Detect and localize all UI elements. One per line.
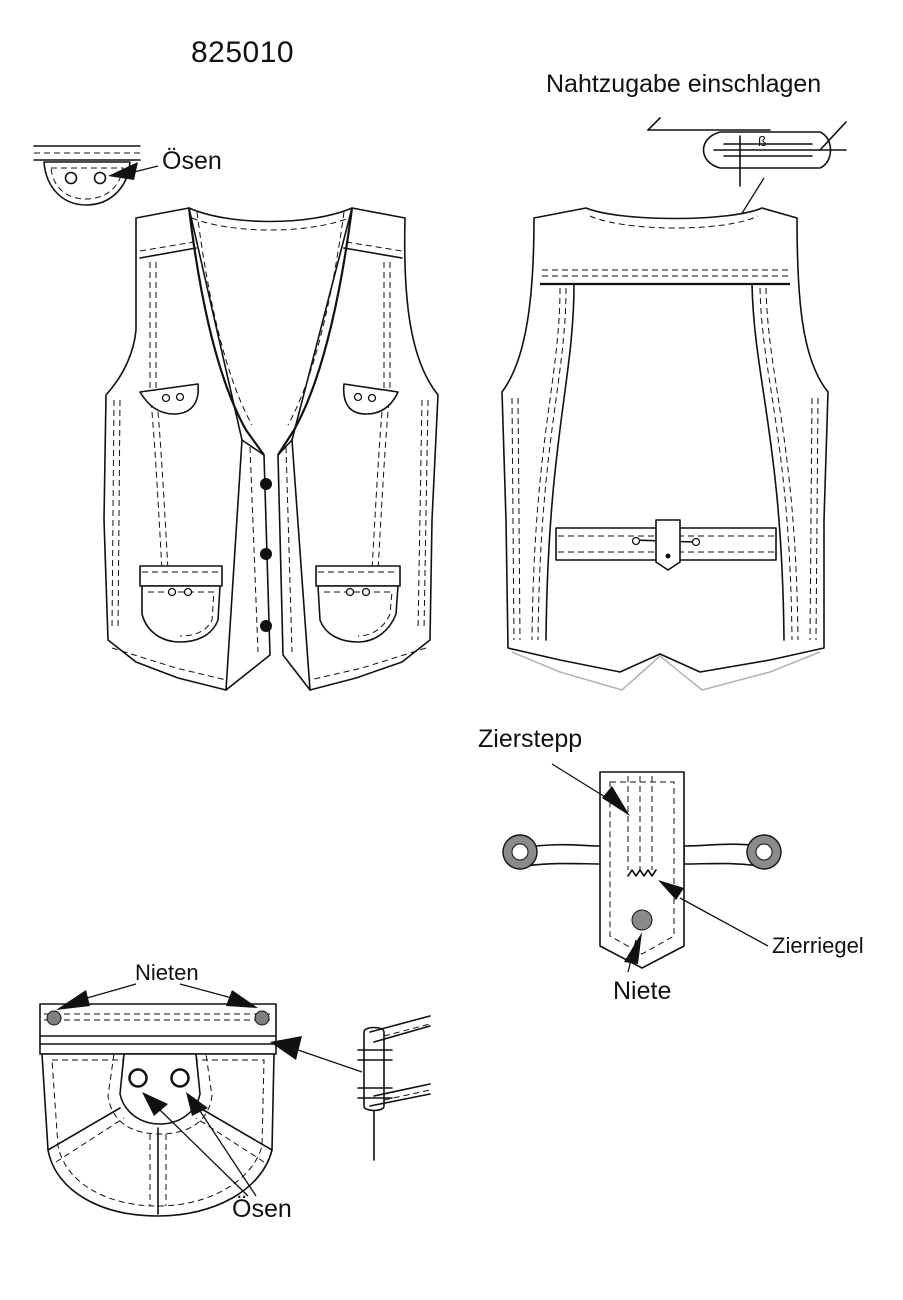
eyelet-icon [367, 393, 377, 403]
rivet-icon [665, 553, 671, 559]
flap-eyelet-detail [33, 145, 159, 206]
eyelet-icon [361, 587, 371, 597]
belt-tab-detail [502, 763, 782, 973]
eyelet-icon [691, 537, 701, 547]
eyelet-icon [175, 392, 185, 402]
eyelet-icon [353, 392, 363, 402]
vest-back [501, 207, 829, 691]
button-icon [260, 620, 272, 632]
article-number: 825010 [191, 36, 295, 69]
eyelet-icon [170, 1068, 190, 1088]
eyelet-icon [167, 587, 177, 597]
arrow-icon [226, 990, 258, 1008]
button-icon [260, 478, 272, 490]
label-oesen-bottom: Ösen [232, 1195, 292, 1223]
eyelet-icon [93, 171, 107, 185]
label-nahtzugabe-einschlagen: Nahtzugabe einschlagen [546, 70, 822, 98]
button-icon [260, 548, 272, 560]
arrow-icon [186, 1092, 208, 1116]
pocket-detail [39, 983, 363, 1217]
arrow-icon [624, 932, 642, 964]
eyelet-icon [161, 393, 171, 403]
eyelet-icon [345, 587, 355, 597]
svg-text:ß: ß [758, 133, 767, 149]
label-zierriegel: Zierriegel [772, 933, 864, 958]
vest-front [103, 207, 439, 691]
arrow-icon [56, 990, 90, 1010]
eyelet-icon [128, 1068, 148, 1088]
arrow-icon [270, 1036, 302, 1060]
arrow-icon [602, 786, 630, 816]
arrow-icon [108, 162, 138, 180]
arrow-icon [142, 1092, 168, 1116]
rivet-icon [631, 909, 653, 931]
arrow-icon [658, 880, 684, 900]
cross-section-detail [357, 1015, 431, 1161]
label-zierstepp: Zierstepp [478, 725, 583, 753]
label-oesen-top: Ösen [162, 147, 222, 175]
label-nieten: Nieten [135, 960, 199, 985]
eyelet-icon [64, 171, 78, 185]
rivet-icon [46, 1010, 62, 1026]
rivet-icon [254, 1010, 270, 1026]
eyelet-icon [183, 587, 193, 597]
label-niete: Niete [613, 977, 672, 1005]
eyelet-icon [631, 536, 641, 546]
